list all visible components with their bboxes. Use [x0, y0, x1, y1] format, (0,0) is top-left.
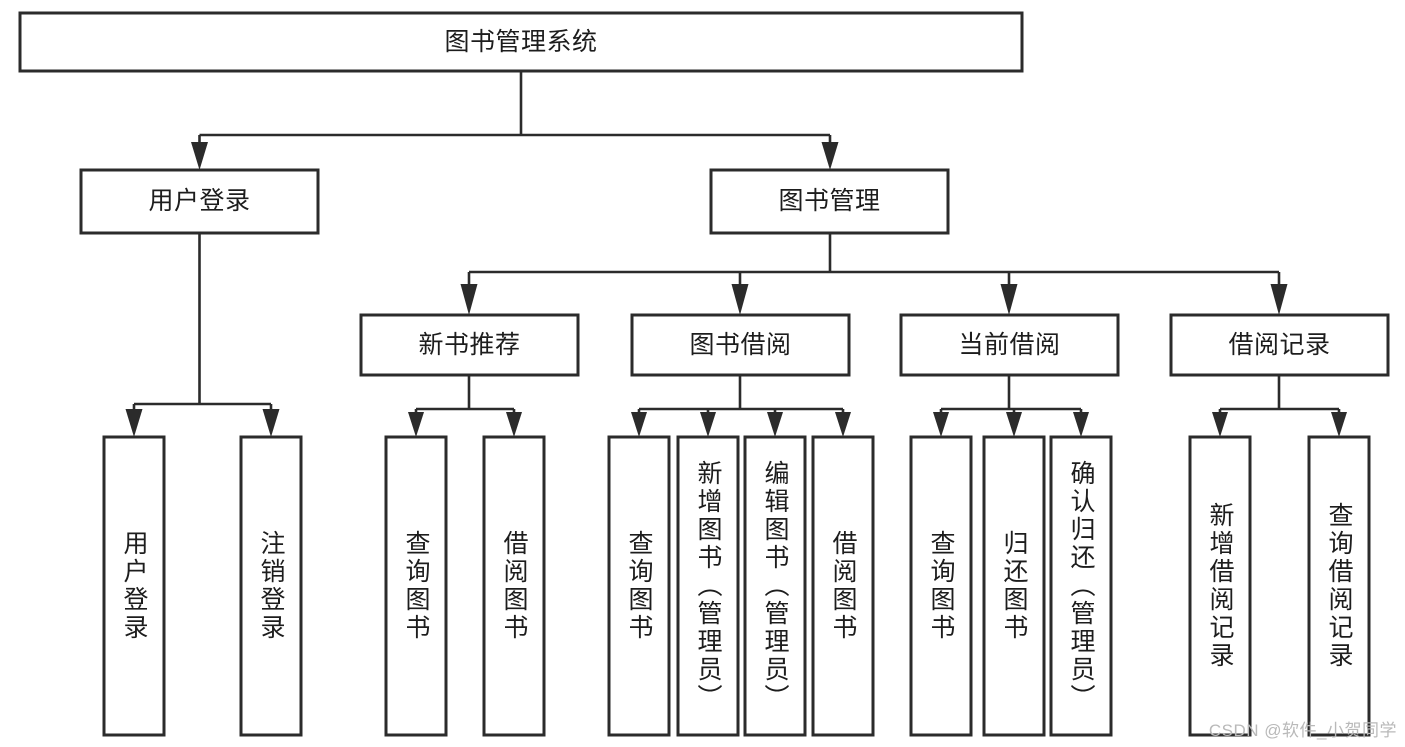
node-rect-leaf-user-logout[interactable] [239, 435, 303, 737]
node-rect-leaf-query-borrow-record[interactable] [1307, 435, 1371, 737]
arrowhead-leaf-user-login [125, 409, 143, 437]
arrowhead-user-login [191, 142, 208, 170]
connectors-borrow-records-to-leaves [1212, 375, 1347, 437]
node-rect-leaf-add-book[interactable] [676, 435, 740, 737]
arrowhead-leaf-add-book [700, 412, 716, 437]
node-rect-leaf-borrow-book-recommend[interactable] [482, 435, 546, 737]
node-rect-leaf-borrow-book[interactable] [811, 435, 875, 737]
arrowhead-borrow-records [1270, 284, 1288, 315]
arrowhead-leaf-borrow-book [835, 412, 851, 437]
node-rect-user-login[interactable] [79, 168, 320, 235]
node-rect-leaf-user-login[interactable] [102, 435, 166, 737]
arrowhead-leaf-query-book-borrow [631, 412, 647, 437]
node-rect-book-borrow[interactable] [630, 313, 851, 377]
arrowhead-leaf-edit-book [767, 412, 783, 437]
node-rect-leaf-add-borrow-record[interactable] [1188, 435, 1252, 737]
arrowhead-leaf-add-borrow-record [1212, 412, 1228, 437]
arrowhead-new-book-recommend [460, 284, 478, 315]
arrowhead-leaf-borrow-book-recommend [506, 412, 522, 437]
connectors-book-management-to-level2 [460, 233, 1288, 315]
node-rect-root[interactable] [18, 11, 1024, 73]
arrowhead-leaf-query-borrow-record [1331, 412, 1347, 437]
node-rect-book-management[interactable] [709, 168, 950, 235]
arrowhead-book-management [821, 142, 839, 170]
arrowhead-leaf-user-logout [262, 409, 280, 437]
connectors-current-borrow-to-leaves [933, 375, 1089, 437]
node-rect-borrow-records[interactable] [1169, 313, 1390, 377]
arrowhead-leaf-return-book [1006, 412, 1022, 437]
arrowhead-leaf-query-book-recommend [408, 412, 424, 437]
arrowhead-book-borrow [731, 284, 749, 315]
connectors-root-to-level1 [191, 71, 839, 170]
node-rect-leaf-query-book-recommend[interactable] [384, 435, 448, 737]
arrowhead-leaf-query-book-current [933, 412, 949, 437]
node-rect-leaf-edit-book[interactable] [743, 435, 807, 737]
connectors-user-login-to-leaves [125, 233, 280, 437]
node-rect-leaf-query-book-borrow[interactable] [607, 435, 671, 737]
node-rect-leaf-confirm-return[interactable] [1049, 435, 1113, 737]
node-rect-new-book-recommend[interactable] [359, 313, 580, 377]
connectors-book-borrow-to-leaves [631, 375, 851, 437]
node-rect-current-borrow[interactable] [899, 313, 1120, 377]
node-rect-leaf-return-book[interactable] [982, 435, 1046, 737]
node-rect-leaf-query-book-current[interactable] [909, 435, 973, 737]
csdn-watermark: CSDN @软件_小贺同学 [1208, 721, 1397, 740]
connectors-new-book-recommend-to-leaves [408, 375, 522, 437]
arrowhead-leaf-confirm-return [1073, 412, 1089, 437]
arrowhead-current-borrow [1000, 284, 1018, 315]
